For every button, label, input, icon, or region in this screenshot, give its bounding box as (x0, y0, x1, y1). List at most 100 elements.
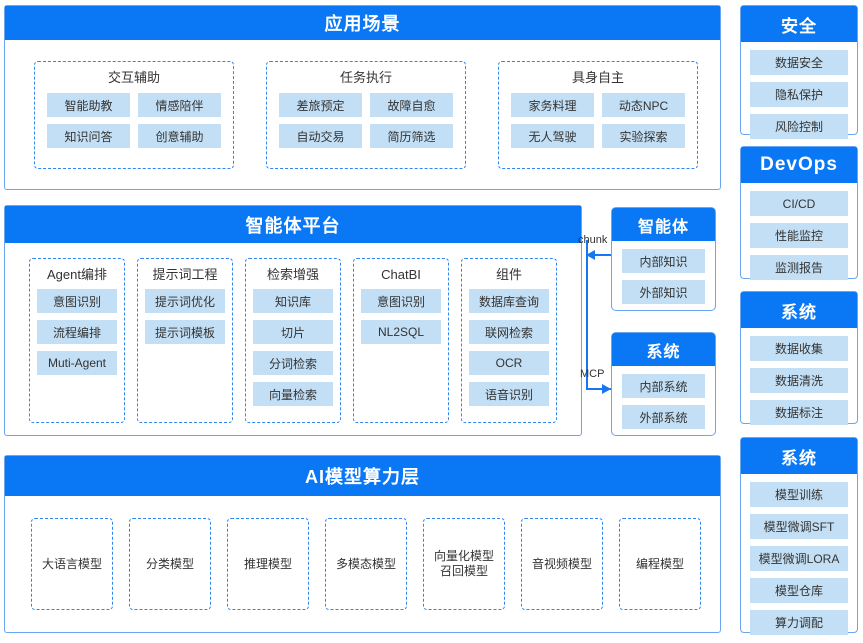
group-components: 组件 数据库查询 联网检索 OCR 语音识别 (461, 258, 557, 423)
chip-item[interactable]: 隐私保护 (750, 82, 848, 107)
group-title: 具身自主 (571, 70, 624, 85)
chip-item[interactable]: 外部知识 (622, 280, 705, 304)
chip-item[interactable]: 动态NPC (602, 93, 685, 117)
group-chatbi: ChatBI 意图识别 NL2SQL (353, 258, 449, 423)
rightcard-body: 数据安全 隐私保护 风险控制 (741, 42, 857, 147)
model-card[interactable]: 推理模型 (227, 518, 309, 610)
connector-label-mcp: MCP (580, 368, 605, 380)
chip-list: 提示词优化 提示词模板 (145, 289, 225, 344)
chip-item[interactable]: 意图识别 (37, 289, 117, 313)
chip-item[interactable]: 模型仓库 (750, 578, 848, 603)
chip-item[interactable]: Muti-Agent (37, 351, 117, 375)
chip-list: 数据库查询 联网检索 OCR 语音识别 (469, 289, 549, 406)
chip-item[interactable]: OCR (469, 351, 549, 375)
chip-item[interactable]: 模型训练 (750, 482, 848, 507)
section-agent-platform: 智能体平台 Agent编排 意图识别 流程编排 Muti-Agent 提示词工程… (4, 205, 582, 436)
chip-item[interactable]: 监测报告 (750, 255, 848, 280)
chip-item[interactable]: 简历筛选 (370, 124, 453, 148)
rightcard-devops: DevOps CI/CD 性能监控 监测报告 (740, 146, 858, 280)
chip-item[interactable]: NL2SQL (361, 320, 441, 344)
section-app-scenarios: 应用场景 交互辅助 智能助教 情感陪伴 知识问答 创意辅助 任务执行 差旅预定 … (4, 5, 721, 190)
chip-item[interactable]: 智能助教 (47, 93, 130, 117)
chip-item[interactable]: 无人驾驶 (511, 124, 594, 148)
arrow-head-mcp-icon (602, 384, 611, 394)
rightcard-header-model-system: 系统 (741, 438, 857, 474)
chip-item[interactable]: 知识问答 (47, 124, 130, 148)
chip-item[interactable]: 自动交易 (279, 124, 362, 148)
chip-item[interactable]: 分词检索 (253, 351, 333, 375)
chip-item[interactable]: 创意辅助 (138, 124, 221, 148)
section-header-agent-platform: 智能体平台 (5, 206, 581, 243)
chip-item[interactable]: 向量检索 (253, 382, 333, 406)
rightcard-header-devops: DevOps (741, 147, 857, 183)
model-card[interactable]: 音视频模型 (521, 518, 603, 610)
model-card[interactable]: 大语言模型 (31, 518, 113, 610)
model-card[interactable]: 分类模型 (129, 518, 211, 610)
chip-item[interactable]: 风险控制 (750, 114, 848, 139)
group-prompt-engineering: 提示词工程 提示词优化 提示词模板 (137, 258, 233, 423)
group-interaction-assist: 交互辅助 智能助教 情感陪伴 知识问答 创意辅助 (34, 61, 234, 169)
section-header-app-scenarios: 应用场景 (5, 6, 720, 40)
sidebox-agent: 智能体 内部知识 外部知识 (611, 207, 716, 311)
chip-item[interactable]: 流程编排 (37, 320, 117, 344)
chip-item[interactable]: 实验探索 (602, 124, 685, 148)
chip-item[interactable]: 外部系统 (622, 405, 705, 429)
rightcard-header-security: 安全 (741, 6, 857, 42)
chip-item[interactable]: 家务料理 (511, 93, 594, 117)
group-retrieval-augmentation: 检索增强 知识库 切片 分词检索 向量检索 (245, 258, 341, 423)
chip-item[interactable]: 数据安全 (750, 50, 848, 75)
chip-item[interactable]: 提示词模板 (145, 320, 225, 344)
model-card[interactable]: 编程模型 (619, 518, 701, 610)
connector-label-chunk: chunk (578, 234, 608, 246)
group-title: Agent编排 (47, 267, 107, 282)
connector-mcp-line (586, 388, 611, 390)
chip-item[interactable]: 切片 (253, 320, 333, 344)
model-card[interactable]: 向量化模型召回模型 (423, 518, 505, 610)
chip-item[interactable]: 数据标注 (750, 400, 848, 425)
sidebox-body: 内部知识 外部知识 (612, 241, 715, 312)
group-task-execution: 任务执行 差旅预定 故障自愈 自动交易 简历筛选 (266, 61, 466, 169)
chip-item[interactable]: 差旅预定 (279, 93, 362, 117)
group-title: 提示词工程 (152, 267, 218, 282)
chip-item[interactable]: 数据库查询 (469, 289, 549, 313)
section-body-app-scenarios: 交互辅助 智能助教 情感陪伴 知识问答 创意辅助 任务执行 差旅预定 故障自愈 … (5, 40, 720, 190)
chip-list: 智能助教 情感陪伴 知识问答 创意辅助 (43, 93, 225, 148)
chip-item[interactable]: 内部知识 (622, 249, 705, 273)
group-title: ChatBI (381, 267, 421, 282)
chip-item[interactable]: 提示词优化 (145, 289, 225, 313)
chip-item[interactable]: 知识库 (253, 289, 333, 313)
chip-item[interactable]: 算力调配 (750, 610, 848, 635)
chip-item[interactable]: 内部系统 (622, 374, 705, 398)
chip-item[interactable]: 性能监控 (750, 223, 848, 248)
model-card[interactable]: 多模态模型 (325, 518, 407, 610)
rightcard-model-system: 系统 模型训练 模型微调SFT 模型微调LORA 模型仓库 算力调配 (740, 437, 858, 635)
chip-list: 差旅预定 故障自愈 自动交易 简历筛选 (275, 93, 457, 148)
chip-item[interactable]: 模型微调LORA (750, 546, 848, 571)
chip-item[interactable]: 情感陪伴 (138, 93, 221, 117)
chip-item[interactable]: 联网检索 (469, 320, 549, 344)
sidebox-body: 内部系统 外部系统 (612, 366, 715, 437)
sidebox-system: 系统 内部系统 外部系统 (611, 332, 716, 436)
rightcard-body: 模型训练 模型微调SFT 模型微调LORA 模型仓库 算力调配 (741, 474, 857, 643)
section-header-ai-model-layer: AI模型算力层 (5, 456, 720, 496)
connector-trunk-line (586, 240, 588, 390)
connector-chunk-line (586, 254, 611, 256)
chip-item[interactable]: CI/CD (750, 191, 848, 216)
chip-item[interactable]: 故障自愈 (370, 93, 453, 117)
rightcard-body: 数据收集 数据清洗 数据标注 (741, 328, 857, 433)
chip-item[interactable]: 模型微调SFT (750, 514, 848, 539)
rightcard-body: CI/CD 性能监控 监测报告 (741, 183, 857, 288)
rightcard-data-system: 系统 数据收集 数据清洗 数据标注 (740, 291, 858, 425)
chip-item[interactable]: 数据清洗 (750, 368, 848, 393)
rightcard-security: 安全 数据安全 隐私保护 风险控制 (740, 5, 858, 139)
chip-item[interactable]: 意图识别 (361, 289, 441, 313)
section-body-ai-model-layer: 大语言模型 分类模型 推理模型 多模态模型 向量化模型召回模型 音视频模型 编程… (5, 496, 720, 632)
group-agent-orchestration: Agent编排 意图识别 流程编排 Muti-Agent (29, 258, 125, 423)
section-body-agent-platform: Agent编排 意图识别 流程编排 Muti-Agent 提示词工程 提示词优化… (5, 243, 581, 435)
chip-item[interactable]: 语音识别 (469, 382, 549, 406)
group-title: 任务执行 (339, 70, 392, 85)
arrow-head-chunk-icon (586, 250, 595, 260)
section-ai-model-layer: AI模型算力层 大语言模型 分类模型 推理模型 多模态模型 向量化模型召回模型 … (4, 455, 721, 633)
chip-item[interactable]: 数据收集 (750, 336, 848, 361)
